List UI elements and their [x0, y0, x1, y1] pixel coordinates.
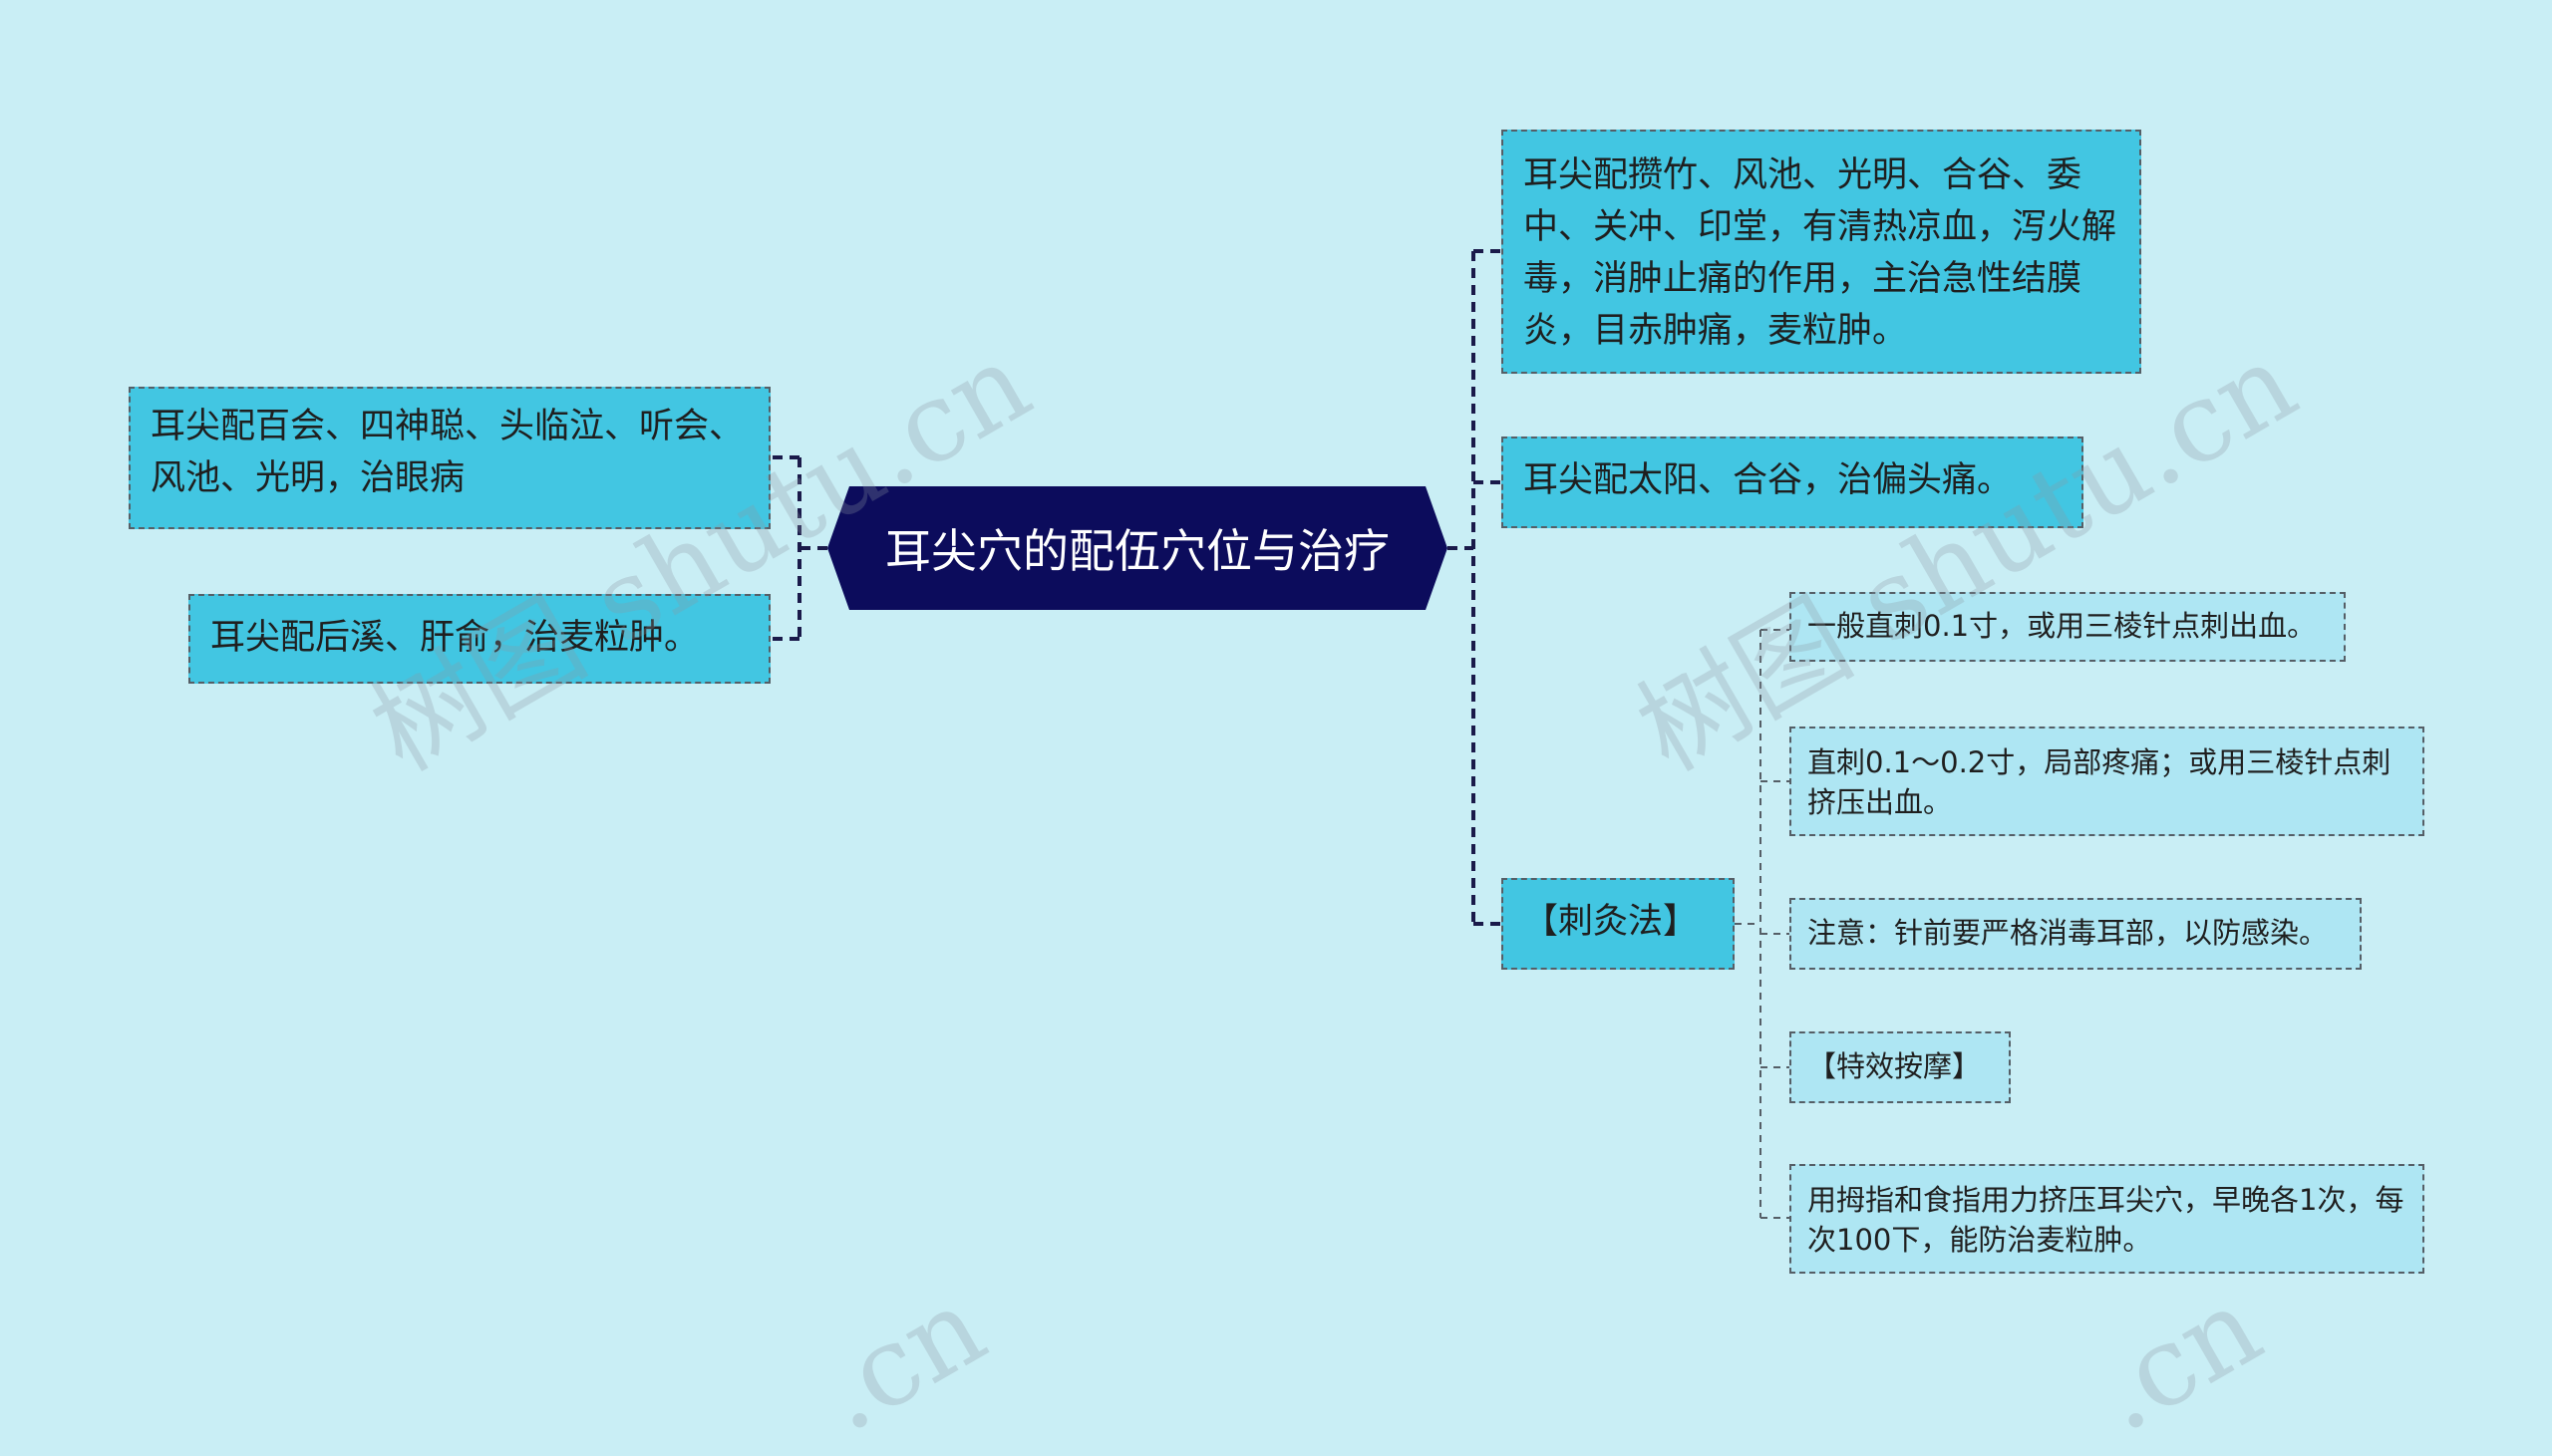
sub-branch-3[interactable]: 注意：针前要严格消毒耳部，以防感染。: [1789, 898, 2362, 970]
sub-branch-1[interactable]: 一般直刺0.1寸，或用三棱针点刺出血。: [1789, 592, 2346, 662]
left-branch-1[interactable]: 耳尖配百会、四神聪、头临泣、听会、风池、光明，治眼病: [129, 387, 771, 529]
right-branch-1[interactable]: 耳尖配攒竹、风池、光明、合谷、委中、关冲、印堂，有清热凉血，泻火解毒，消肿止痛的…: [1501, 130, 2141, 374]
sub-branch-5[interactable]: 用拇指和食指用力挤压耳尖穴，早晚各1次，每次100下，能防治麦粒肿。: [1789, 1164, 2424, 1274]
right-branch-2[interactable]: 耳尖配太阳、合谷，治偏头痛。: [1501, 437, 2083, 528]
sub-branch-2[interactable]: 直刺0.1～0.2寸，局部疼痛；或用三棱针点刺挤压出血。: [1789, 727, 2424, 836]
left-branch-2[interactable]: 耳尖配后溪、肝俞，治麦粒肿。: [188, 594, 771, 684]
root-node[interactable]: 耳尖穴的配伍穴位与治疗: [827, 486, 1447, 610]
root-title: 耳尖穴的配伍穴位与治疗: [885, 524, 1390, 578]
right-branch-3-text: 【刺灸法】: [1523, 902, 1699, 942]
right-branch-1-text: 耳尖配攒竹、风池、光明、合谷、委中、关冲、印堂，有清热凉血，泻火解毒，消肿止痛的…: [1523, 155, 2117, 351]
right-branch-3[interactable]: 【刺灸法】: [1501, 878, 1735, 970]
sub-branch-3-text: 注意：针前要严格消毒耳部，以防感染。: [1807, 916, 2329, 950]
connector-lines: [771, 249, 1789, 1219]
sub-branch-5-text: 用拇指和食指用力挤压耳尖穴，早晚各1次，每次100下，能防治麦粒肿。: [1807, 1183, 2404, 1257]
sub-branch-2-text: 直刺0.1～0.2寸，局部疼痛；或用三棱针点刺挤压出血。: [1807, 745, 2392, 819]
sub-branch-4[interactable]: 【特效按摩】: [1789, 1031, 2011, 1103]
root-shape: [827, 486, 1447, 610]
left-branch-1-text: 耳尖配百会、四神聪、头临泣、听会、风池、光明，治眼病: [151, 407, 745, 498]
sub-branch-4-text: 【特效按摩】: [1807, 1049, 1982, 1083]
mind-map-canvas: 耳尖穴的配伍穴位与治疗 耳尖配百会、四神聪、头临泣、听会、风池、光明，治眼病 耳…: [129, 130, 2424, 1456]
right-branch-2-text: 耳尖配太阳、合谷，治偏头痛。: [1523, 460, 2013, 500]
sub-branch-1-text: 一般直刺0.1寸，或用三棱针点刺出血。: [1807, 609, 2317, 643]
left-branch-2-text: 耳尖配后溪、肝俞，治麦粒肿。: [210, 618, 700, 658]
